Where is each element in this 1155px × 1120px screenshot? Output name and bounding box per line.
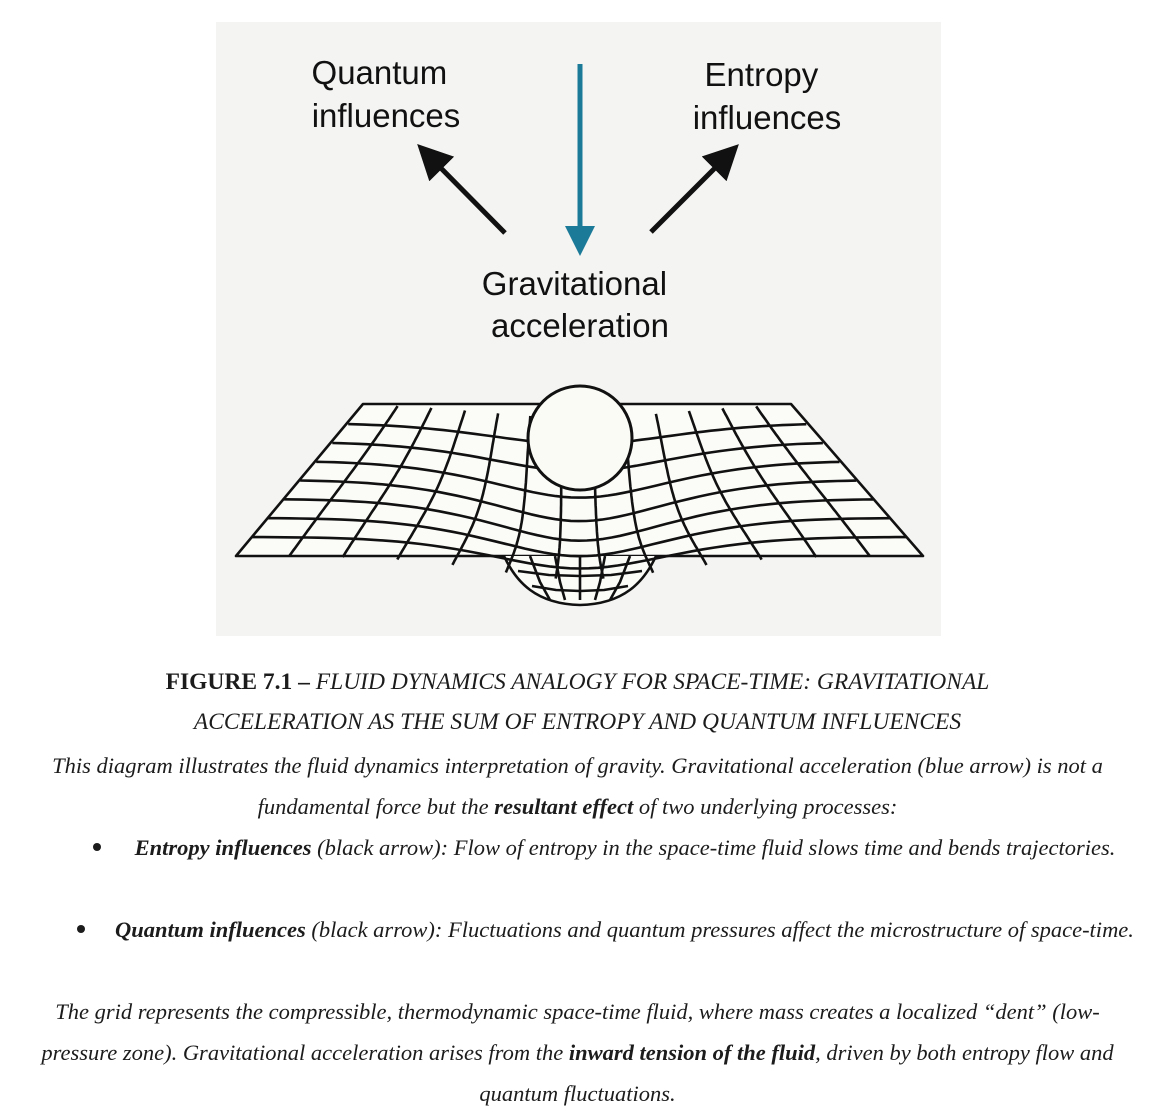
bullet-quantum: Quantum influences (black arrow): Fluctu…: [112, 909, 1137, 950]
grid-line: [316, 460, 840, 499]
bullet-dot: [77, 925, 85, 933]
entropy-influences-label: Entropy influences: [693, 56, 842, 136]
grid-line: [721, 407, 818, 558]
grid-line: [341, 407, 433, 558]
closing-paragraph: The grid represents the compressible, th…: [0, 991, 1155, 1114]
grid-line: [593, 555, 607, 601]
bullet-text: (black arrow): Fluctuations and quantum …: [305, 917, 1134, 942]
grid-line: [608, 555, 632, 601]
grid-line: [687, 410, 763, 561]
intro-text-1: This diagram illustrates the fluid dynam…: [52, 753, 1103, 819]
closing-bold: inward tension of the fluid: [568, 1040, 816, 1065]
figure-number: FIGURE 7.1 –: [165, 669, 310, 695]
entropy-arrow: [649, 144, 739, 234]
grid-line: [288, 405, 399, 557]
mass-sphere: [526, 384, 634, 492]
closing-text-1: The grid represents the compressible, th…: [41, 999, 1100, 1065]
figure-title: FLUID DYNAMICS ANALOGY FOR SPACE-TIME: G…: [193, 669, 990, 735]
intro-text-2: of two underlying processes:: [633, 794, 898, 819]
grid-line: [654, 413, 708, 566]
figure-panel: Quantum influences Entropy influences Gr…: [216, 22, 941, 636]
bullet-entropy: Entropy influences (black arrow): Flow o…: [130, 827, 1120, 868]
spacetime-diagram: Quantum influences Entropy influences Gr…: [234, 54, 925, 607]
gravitational-acceleration-label: Gravitational acceleration: [482, 265, 676, 344]
bullet-term: Quantum influences: [115, 917, 306, 942]
grid-line: [396, 410, 467, 561]
intro-bold: resultant effect: [494, 794, 634, 819]
grid-line: [283, 498, 874, 542]
grid-line: [553, 555, 567, 601]
quantum-arrow: [417, 144, 507, 235]
figure-caption-title: FIGURE 7.1 – FLUID DYNAMICS ANALOGY FOR …: [0, 662, 1155, 742]
grid-line: [528, 555, 552, 601]
bullet-dot: [93, 843, 101, 851]
grid-line: [451, 413, 500, 566]
bullet-text: (black arrow): Flow of entropy in the sp…: [311, 835, 1116, 860]
grid-line: [755, 405, 871, 557]
intro-paragraph: This diagram illustrates the fluid dynam…: [0, 745, 1155, 827]
bullet-term: Entropy influences: [134, 835, 312, 860]
closing-text-2: , driven by both entropy flow and quantu…: [479, 1040, 1114, 1106]
grid-line: [300, 479, 857, 523]
quantum-influences-label: Quantum influences: [312, 54, 461, 134]
